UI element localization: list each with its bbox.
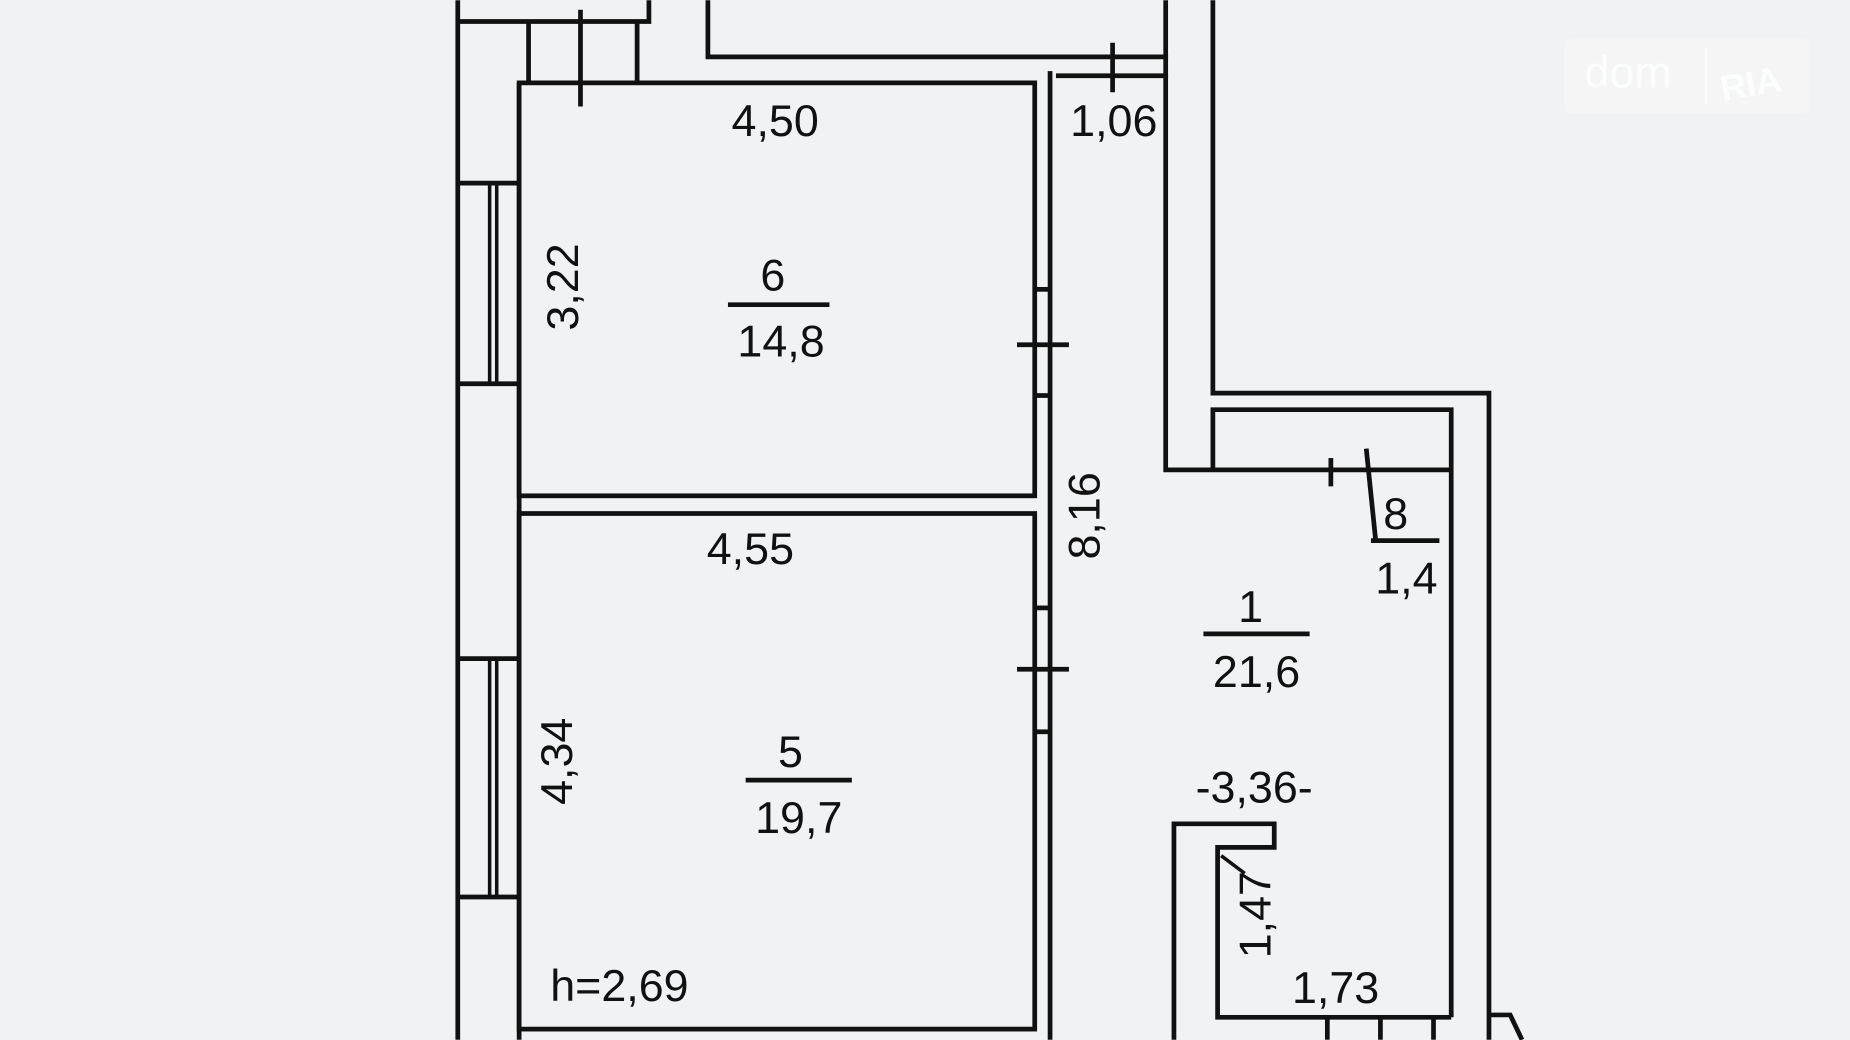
dom-ria-watermark: dom RIA: [1564, 38, 1810, 114]
room-1-number: 1: [1238, 581, 1263, 632]
room-8-area: 1,4: [1375, 553, 1437, 604]
room-6-number: 6: [760, 250, 785, 301]
dim-room6-width: 4,50: [732, 95, 819, 146]
dim-room6-height: 3,22: [537, 243, 588, 330]
dim-bath-height: 1,47: [1230, 871, 1281, 958]
dim-corridor-length: 8,16: [1059, 472, 1110, 559]
room-8-number: 8: [1383, 488, 1408, 539]
dim-hall-width: -3,36-: [1196, 762, 1313, 813]
dim-top-corridor: 1,06: [1070, 95, 1157, 146]
dim-room5-width: 4,55: [707, 523, 794, 574]
ceiling-height: h=2,69: [550, 960, 688, 1011]
dim-room5-height: 4,34: [531, 718, 582, 805]
dim-bath-width: 1,73: [1292, 962, 1379, 1013]
room-5-number: 5: [778, 726, 803, 777]
watermark-text: dom: [1585, 47, 1672, 98]
walls: [455, 0, 1525, 1040]
room-1-area: 21,6: [1213, 646, 1300, 697]
room-5-area: 19,7: [755, 792, 842, 843]
room-6-area: 14,8: [737, 316, 824, 367]
